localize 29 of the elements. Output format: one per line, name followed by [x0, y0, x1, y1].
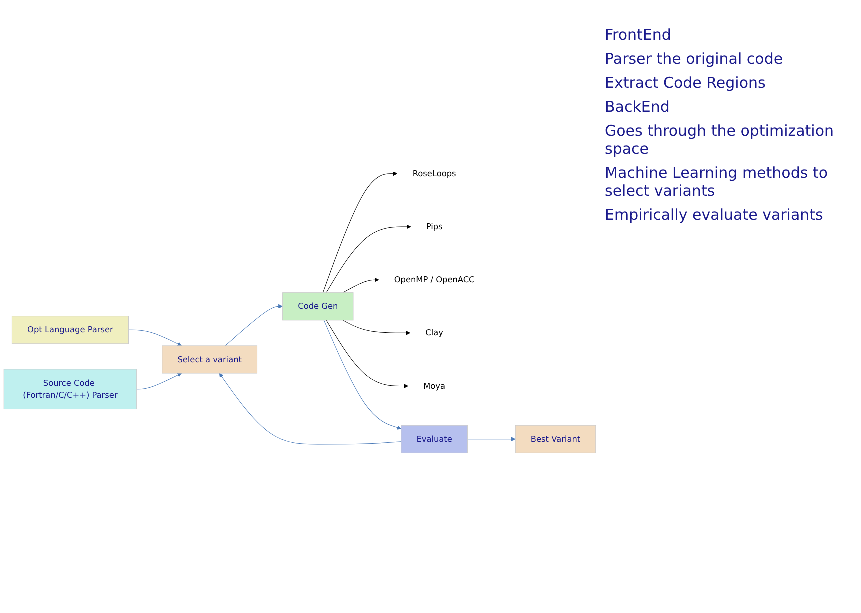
node-box: Source Code (Fortran/C/C++) Parser [4, 369, 138, 410]
node-text: Pips [426, 222, 443, 232]
node-text: Moya [424, 381, 446, 391]
node-box: Best Variant [515, 425, 596, 454]
node-box: Evaluate [401, 425, 468, 454]
node-box: Opt Language Parser [12, 316, 129, 344]
note-text: FrontEnd [605, 26, 672, 44]
arrow [342, 320, 411, 336]
arrow [326, 320, 408, 388]
node-text: RoseLoops [412, 168, 456, 178]
arrow [342, 278, 380, 293]
arrow [322, 172, 398, 293]
arrow [326, 224, 412, 293]
note-text: Parser the original code [605, 50, 784, 68]
node-box: Code Gen [282, 292, 354, 321]
arrow [219, 373, 402, 445]
arrow [467, 437, 516, 442]
note-text: Goes through the optimization space [605, 122, 836, 158]
arrow [324, 320, 402, 430]
node-text: OpenMP / OpenACC [394, 274, 475, 285]
note-text: Empirically evaluate variants [605, 206, 824, 224]
note-text: BackEnd [605, 98, 671, 116]
node-text: Clay [426, 328, 444, 338]
arrow [136, 373, 182, 390]
note-text: Extract Code Regions [605, 74, 767, 92]
note-text: Machine Learning methods to select variants [605, 164, 830, 200]
arrow [128, 330, 182, 346]
node-box: Select a variant [162, 346, 258, 374]
arrow [225, 304, 283, 346]
